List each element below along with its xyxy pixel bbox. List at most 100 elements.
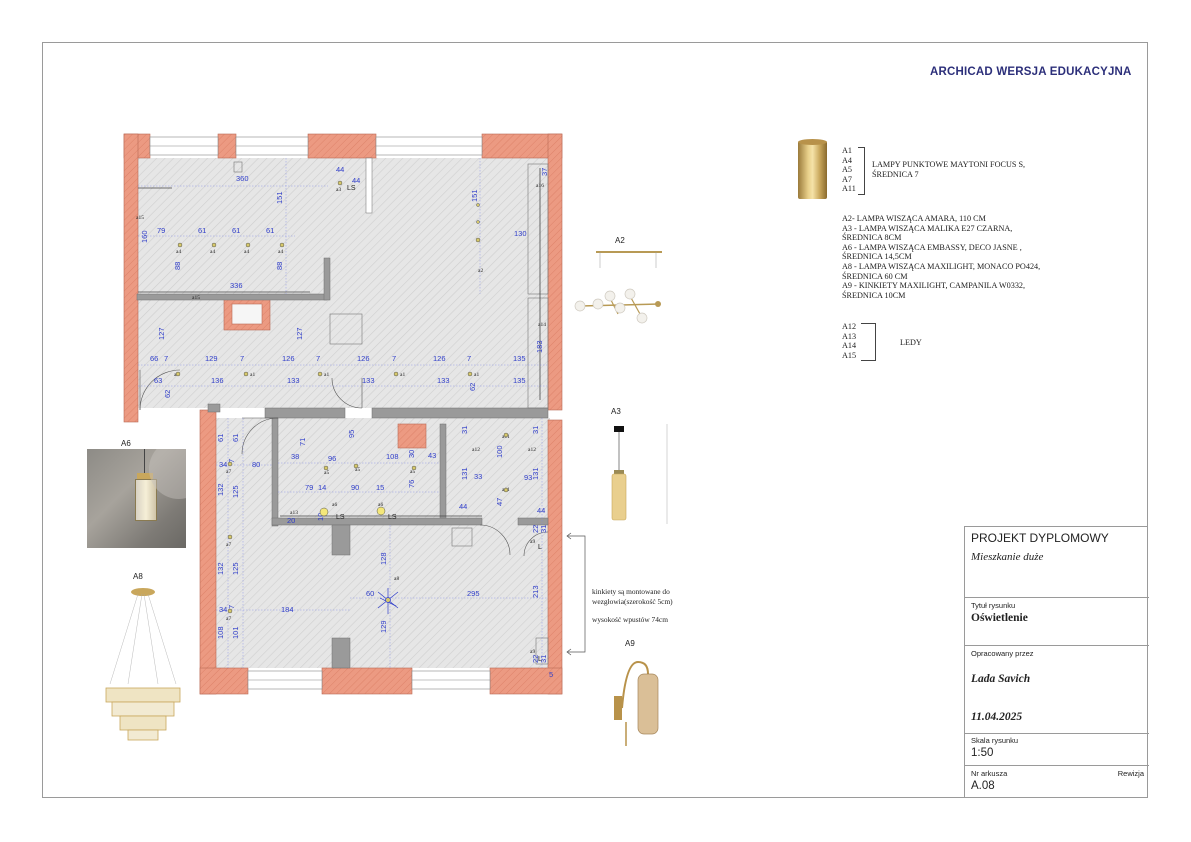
dimension-label: 34 [219, 460, 227, 469]
lamp-a9-campanila-image [614, 660, 659, 746]
dimension-label: 131 [531, 467, 540, 480]
dimension-label: 7 [467, 354, 471, 363]
drawing-title-label: Tytuł rysunku [971, 601, 1016, 610]
dimension-label: 129 [379, 620, 388, 633]
dimension-label: 126 [282, 354, 295, 363]
dimension-label: 80 [252, 460, 260, 469]
dimension-label: 44 [459, 502, 467, 511]
dimension-label: 101 [231, 626, 240, 639]
author-name: Lada Savich [971, 673, 1031, 685]
dimension-label: 360 [236, 174, 249, 183]
mounting-note: kinkiety są montowane do wezgłowia(szero… [592, 587, 673, 624]
dimension-label: 44 [537, 506, 545, 515]
dimension-label: 10 [316, 513, 325, 521]
doors [139, 369, 549, 557]
drawn-by-label: Opracowany przez [971, 649, 1034, 658]
dimension-label: 7 [316, 354, 320, 363]
luminaire-tag: a4 [278, 249, 283, 255]
dimension-label: 31 [460, 426, 469, 434]
dimension-label: 295 [467, 589, 480, 598]
dimension-label: 135 [513, 376, 526, 385]
legend-group1-codes: A1 A4 A5 A7 A11 [842, 146, 856, 194]
dimension-label: 22 [531, 655, 540, 663]
drawing-date: 11.04.2025 [971, 711, 1023, 723]
dimension-label: 61 [266, 226, 274, 235]
legend-group2-description: LEDY [900, 338, 922, 347]
luminaire-tag: a4 [210, 249, 215, 255]
dimension-label: 22 [531, 525, 540, 533]
legend-group1-description: LAMPY PUNKTOWE MAYTONI FOCUS S, ŚREDNICA… [872, 160, 1026, 179]
dimension-label: 136 [211, 376, 224, 385]
dimension-label: 7 [227, 459, 236, 463]
dimension-label: 336 [230, 281, 243, 290]
luminaire-tag: a7 [226, 616, 231, 622]
luminaire-tag: a5 [355, 467, 360, 473]
dimension-label: 160 [140, 230, 149, 243]
luminaire-tag: a14 [538, 322, 546, 328]
luminaire-tag: a7 [226, 469, 231, 475]
luminaire-tag: a6 [332, 502, 337, 508]
dimension-label: 60 [366, 589, 374, 598]
luminaire-tag: a6 [378, 502, 383, 508]
luminaire-tag: a15 [192, 295, 200, 301]
lamp-a3-malika-image [611, 424, 668, 524]
project-subtitle: Mieszkanie duże [971, 551, 1044, 563]
dimension-label: 71 [298, 438, 307, 446]
revision-label: Rewizja [1117, 769, 1144, 778]
luminaire-tag: a1 [474, 372, 479, 378]
dimension-label: 133 [362, 376, 375, 385]
dimension-label: 62 [468, 383, 477, 391]
dimension-label: 30 [407, 450, 416, 458]
svg-text:L: L [538, 544, 542, 551]
drawing-frame [42, 42, 1148, 798]
lamp-a2-amara-image [574, 251, 662, 324]
luminaire-tag: a9 [530, 539, 535, 545]
dimension-label: 37 [540, 168, 549, 176]
dimension-label: 79 [305, 483, 313, 492]
outlet-symbols: LS LS LS L L [336, 185, 542, 663]
dimension-label: 44 [352, 176, 360, 185]
luminaire-tag: a5 [410, 469, 415, 475]
project-title: PROJEKT DYPLOMOWY [971, 531, 1109, 545]
luminaire-tag: a5 [324, 470, 329, 476]
dimension-label: 95 [347, 430, 356, 438]
dimension-label: 34 [219, 605, 227, 614]
interior-walls [136, 157, 549, 669]
luminaire-tag: a16 [536, 183, 544, 189]
windows [149, 136, 491, 690]
dimension-label: 133 [437, 376, 450, 385]
dimension-label: 126 [357, 354, 370, 363]
dimension-label: 125 [231, 485, 240, 498]
dimension-label: 96 [328, 454, 336, 463]
dimension-label: 44 [336, 165, 344, 174]
dimension-label: 7 [240, 354, 244, 363]
legend-group2-brace [861, 323, 876, 361]
dimension-label: 7 [227, 605, 236, 609]
dimension-label: 151 [470, 189, 479, 202]
dimension-label: 14 [318, 483, 326, 492]
led-strips [138, 168, 541, 517]
luminaire-tag: a7 [226, 542, 231, 548]
dimension-label: 132 [216, 483, 225, 496]
dimension-label: 88 [173, 262, 182, 270]
luminaire-tag: a1 [324, 372, 329, 378]
svg-text:LS: LS [347, 185, 356, 192]
luminaire-tag: a4 [244, 249, 249, 255]
sheet-label: Nr arkusza [971, 769, 1008, 778]
dimension-label: 5 [549, 670, 553, 679]
dimension-label: 33 [474, 472, 482, 481]
dimension-label: 66 [150, 354, 158, 363]
dimension-label: 127 [157, 327, 166, 340]
dimension-label: 88 [275, 262, 284, 270]
lamp-a8-monaco-image [105, 588, 181, 741]
dimension-label: 108 [386, 452, 399, 461]
note-bracket [566, 532, 586, 656]
dimension-label: 31 [531, 426, 540, 434]
dimension-label: 31 [539, 525, 548, 533]
dimension-label: 15 [376, 483, 384, 492]
label-a2: A2 [615, 236, 625, 245]
label-a6: A6 [121, 439, 131, 448]
floor-bottom-zone [215, 418, 550, 668]
dimension-label: 127 [295, 327, 304, 340]
